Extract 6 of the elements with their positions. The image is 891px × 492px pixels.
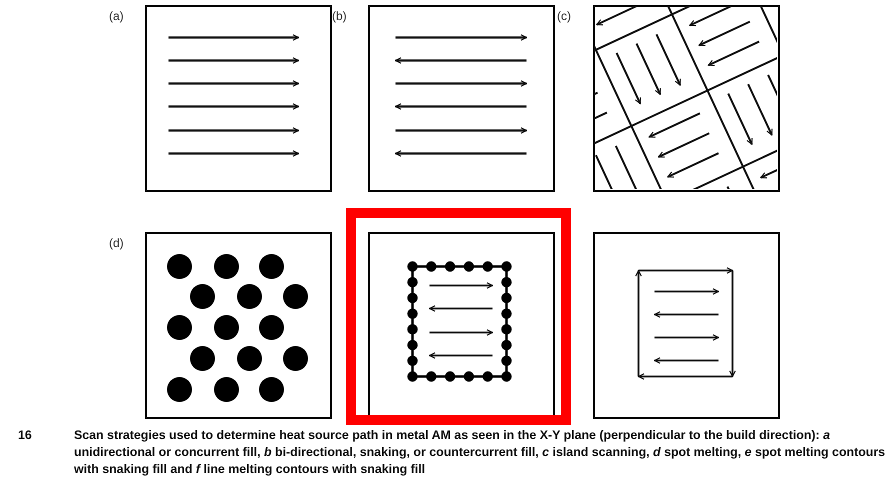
figure-number: 16 bbox=[18, 427, 32, 444]
figure-caption: Scan strategies used to determine heat source path in metal AM as seen in the X-Y plane (perpendicular to the build direction): a unidirectional or concurrent fill, b bi-directional, snaking, or countercurrent fill, c island scanning, d spot melting, e spot melting contours with snaking fill and f line melting contours with snaking fill bbox=[74, 427, 886, 478]
panel-label: (c) bbox=[557, 9, 571, 23]
panel-label: (d) bbox=[109, 236, 124, 250]
panel-label: (a) bbox=[109, 9, 124, 23]
panel-label: (b) bbox=[332, 9, 347, 23]
